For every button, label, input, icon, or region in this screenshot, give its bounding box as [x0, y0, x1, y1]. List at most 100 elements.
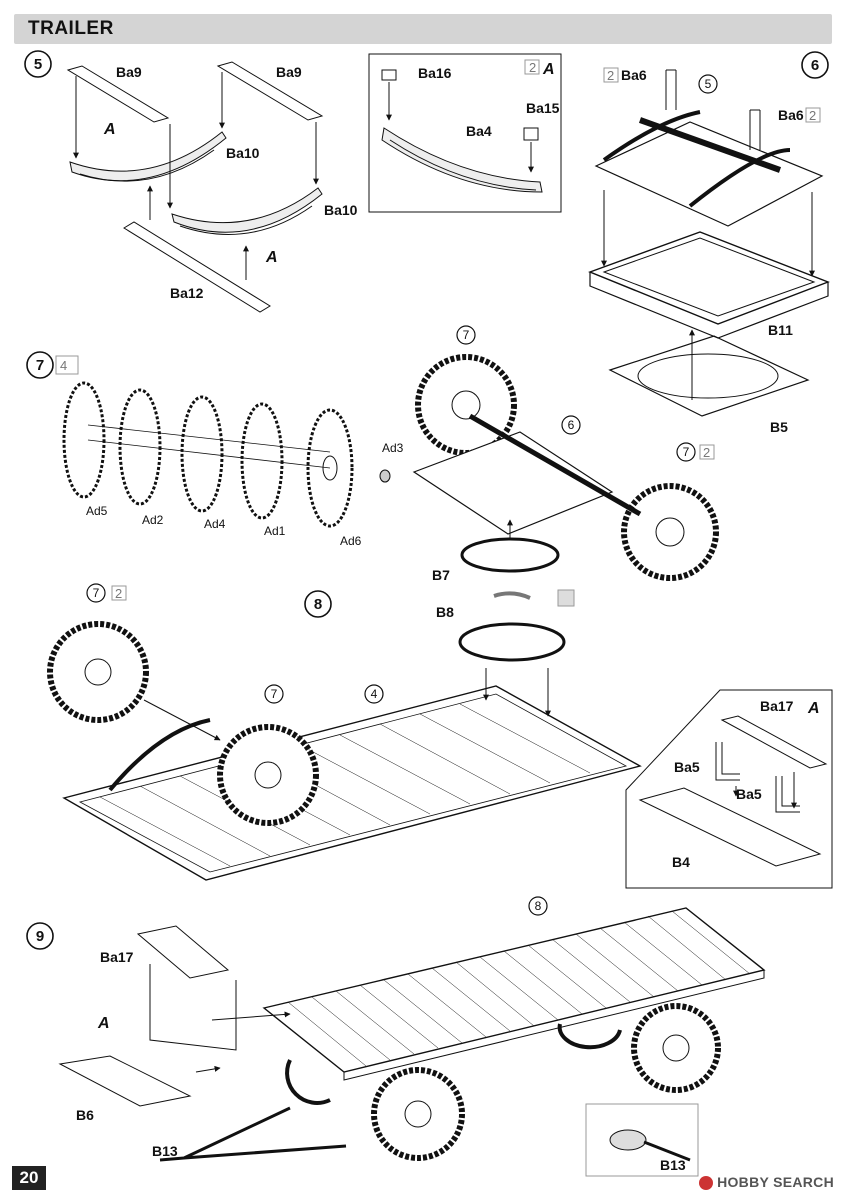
label-ba17-s9: Ba17 — [100, 949, 134, 965]
step-8-number: 8 — [314, 596, 322, 613]
subassembly-a-spring: 2 A Ba16 Ba15 Ba4 — [368, 53, 562, 213]
part-ba9-left — [66, 65, 170, 123]
page-title: TRAILER — [28, 18, 114, 39]
detail-letter-a2: A — [807, 700, 820, 717]
label-ba5-b: Ba5 — [736, 786, 762, 802]
label-ba15: Ba15 — [526, 100, 560, 116]
qty-x2-wheel: 2 — [703, 445, 710, 460]
part-ad4 — [180, 395, 224, 513]
step-7: 7 4 Ad5 Ad2 Ad4 Ad1 Ad6 Ad3 — [26, 351, 404, 548]
part-ba17-a2 — [720, 715, 828, 769]
ref-step-5: 5 — [705, 77, 712, 91]
part-leaf-spring-1 — [69, 131, 227, 182]
step-7-badge — [26, 351, 54, 379]
label-ad4: Ad4 — [204, 517, 226, 531]
subassembly-a-coupling: A Ba17 Ba5 Ba5 B4 — [625, 689, 833, 889]
label-b7: B7 — [432, 567, 450, 583]
label-ba6-a: Ba6 — [621, 67, 647, 83]
part-axle-ba12 — [123, 221, 271, 313]
label-ba9-left: Ba9 — [116, 64, 142, 80]
detail-letter-a: A — [542, 61, 555, 78]
part-ad5 — [62, 381, 106, 499]
trailer-bed-underside — [62, 685, 642, 881]
part-ba15 — [523, 127, 539, 141]
part-ba5-a — [715, 742, 740, 781]
ref-7-s8-b: 7 — [271, 687, 278, 701]
page-number: 20 — [12, 1166, 46, 1190]
step-6-badge — [801, 51, 829, 79]
label-b6: B6 — [76, 1107, 94, 1123]
label-a-1: A — [103, 121, 116, 138]
label-b5: B5 — [770, 419, 788, 435]
part-b6 — [58, 1055, 192, 1107]
part-b13 — [159, 1106, 347, 1162]
label-ba5-a: Ba5 — [674, 759, 700, 775]
part-ad2 — [118, 388, 162, 506]
part-b5 — [608, 335, 810, 417]
label-ba10-2: Ba10 — [324, 202, 358, 218]
label-ba17-a2: Ba17 — [760, 698, 794, 714]
label-ad3: Ad3 — [382, 441, 404, 455]
part-leaf-spring-2 — [171, 187, 323, 233]
part-ba17-s9 — [136, 925, 230, 979]
watermark-logo-icon — [699, 1176, 714, 1190]
label-a-2: A — [265, 249, 278, 266]
ref-8: 8 — [535, 899, 542, 913]
part-ad1 — [240, 402, 284, 520]
part-coupling-a — [149, 964, 237, 1051]
step-9-badge — [26, 922, 54, 950]
ref-7-b: 7 — [683, 445, 690, 459]
qty-x2-ba6-b: 2 — [809, 108, 816, 123]
ref-6: 6 — [568, 418, 575, 432]
part-b7 — [460, 537, 560, 573]
part-ad3 — [379, 469, 391, 483]
ref-4: 4 — [371, 687, 378, 701]
step-9: 9 8 — [26, 896, 766, 1177]
ref-7-a: 7 — [463, 328, 470, 342]
step-5-number: 5 — [34, 56, 42, 73]
label-ba12: Ba12 — [170, 285, 204, 301]
step-5: 5 Ba9 Ba9 A Ba10 Ba10 A Ba12 — [24, 50, 358, 313]
part-b8 — [458, 622, 566, 662]
step-6: 6 2 Ba6 5 Ba6 2 B — [588, 51, 830, 435]
step-8-badge — [304, 590, 332, 618]
label-ad6: Ad6 — [340, 534, 362, 548]
label-b8: B8 — [436, 604, 454, 620]
turntable-assembly: 7 6 7 2 B7 B8 — [412, 325, 719, 662]
label-ba10-1: Ba10 — [226, 145, 260, 161]
label-a-s9: A — [97, 1015, 110, 1032]
qty-x2-a: 2 — [529, 60, 536, 75]
chassis-front — [412, 431, 614, 535]
label-b11: B11 — [768, 322, 793, 338]
label-ad5: Ad5 — [86, 504, 108, 518]
step-8: 8 7 2 7 4 — [47, 583, 642, 881]
label-ba6-b: Ba6 — [778, 107, 804, 123]
step-5-badge — [24, 50, 52, 78]
frame-with-springs — [594, 121, 824, 227]
label-ad2: Ad2 — [142, 513, 164, 527]
part-ba9-right — [216, 61, 324, 121]
label-b13-main: B13 — [152, 1143, 178, 1159]
label-b4: B4 — [672, 854, 690, 870]
qty-x4: 4 — [60, 358, 67, 373]
part-b4 — [638, 787, 822, 867]
step-9-number: 9 — [36, 928, 44, 945]
label-ba4: Ba4 — [466, 123, 492, 139]
step-6-number: 6 — [811, 57, 819, 74]
page-header: TRAILER — [0, 14, 846, 46]
label-ba16: Ba16 — [418, 65, 452, 81]
watermark: HOBBY SEARCH — [699, 1174, 834, 1190]
label-ad1: Ad1 — [264, 524, 286, 538]
ref-7-s8-a: 7 — [93, 586, 100, 600]
step-7-number: 7 — [36, 357, 44, 374]
watermark-text: HOBBY SEARCH — [717, 1173, 834, 1190]
label-b13-inset: B13 — [660, 1157, 686, 1173]
qty-x2-ba6-a: 2 — [607, 68, 614, 83]
label-ba9-right: Ba9 — [276, 64, 302, 80]
part-ba16 — [381, 69, 397, 81]
part-ba4 — [381, 127, 543, 193]
qty-x2-s8: 2 — [115, 586, 122, 601]
header-bar — [14, 14, 832, 44]
